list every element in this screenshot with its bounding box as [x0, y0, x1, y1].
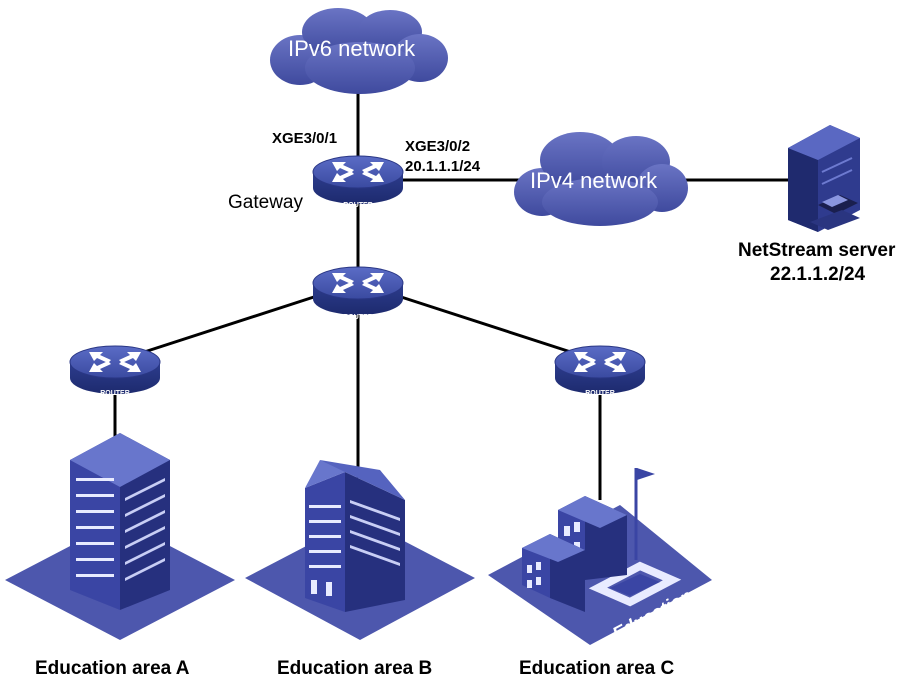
gateway-port2-label: XGE3/0/2: [405, 138, 471, 155]
gateway-router: ROUTER: [312, 155, 404, 209]
server-icon: [788, 125, 860, 232]
link-core-router-a: [134, 293, 321, 357]
gateway-port2-ip-label: 20.1.1.1/24: [405, 158, 481, 175]
router-label: ROUTER: [343, 314, 373, 321]
area-b-label: Education area B: [277, 658, 433, 679]
ipv6-cloud: [270, 8, 448, 94]
router-label: ROUTER: [343, 202, 373, 209]
building-area-b: [245, 460, 475, 640]
server-name-label: NetStream server: [738, 240, 896, 261]
link-core-router-c: [394, 293, 581, 357]
router-label: ROUTER: [100, 390, 130, 397]
gateway-label: Gateway: [228, 192, 303, 213]
router-label: ROUTER: [585, 390, 615, 397]
gateway-port1-label: XGE3/0/1: [272, 130, 338, 147]
building-area-a: [5, 433, 235, 640]
ipv6-network-label: IPv6 network: [288, 36, 416, 61]
links: [113, 80, 790, 500]
router-area-c: ROUTER: [554, 345, 646, 397]
ipv4-cloud: [514, 132, 688, 226]
router-area-a: ROUTER: [69, 345, 161, 397]
area-a-label: Education area A: [35, 658, 190, 679]
ipv4-network-label: IPv4 network: [530, 168, 658, 193]
core-router: ROUTER: [312, 266, 404, 321]
area-c-label: Education area C: [519, 658, 675, 679]
server-ip-label: 22.1.1.2/24: [770, 264, 866, 285]
